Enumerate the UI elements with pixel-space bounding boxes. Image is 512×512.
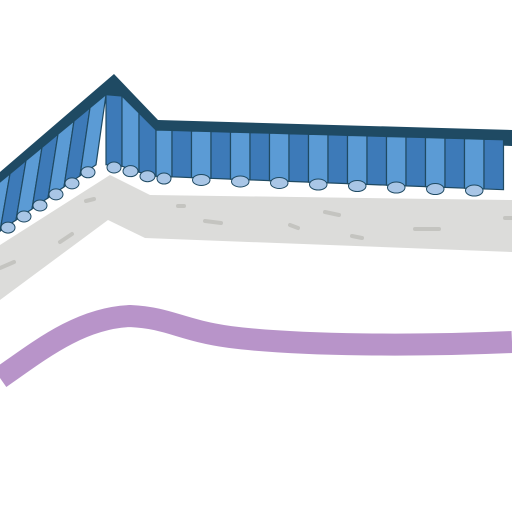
- texture-mark: [203, 219, 223, 225]
- cell-base: [309, 178, 328, 191]
- cell-base: [32, 199, 48, 212]
- texture-mark: [58, 232, 74, 244]
- epithelial-cell: [327, 134, 349, 185]
- cell-base: [270, 176, 289, 189]
- epithelial-cell: [249, 132, 271, 182]
- epithelial-cell: [385, 135, 407, 187]
- epithelial-cell: [210, 130, 232, 180]
- texture-mark: [0, 260, 16, 270]
- cell-base: [122, 165, 139, 178]
- cell-base: [64, 177, 80, 190]
- epithelial-cell: [171, 129, 193, 179]
- epithelial-cell: [155, 129, 173, 178]
- texture-mark: [350, 234, 364, 240]
- epithelial-cell: [366, 135, 388, 186]
- epithelial-cell: [268, 132, 290, 182]
- cell-base: [16, 210, 32, 223]
- cell-base: [465, 184, 484, 197]
- epithelial-cell: [105, 93, 123, 167]
- cell-base: [156, 172, 172, 185]
- purple-band: [0, 304, 512, 388]
- epithelial-cell: [307, 133, 329, 184]
- epithelial-cell: [444, 137, 466, 189]
- gray-substrate-layer: [0, 175, 512, 300]
- cell-base: [426, 183, 445, 196]
- epithelial-cell: [483, 138, 505, 191]
- cell-base: [0, 221, 16, 234]
- gray-layer-texture-marks: [0, 197, 512, 270]
- texture-mark: [323, 210, 341, 217]
- cell-base: [80, 166, 96, 179]
- epithelial-cell: [463, 138, 485, 190]
- cell-base: [387, 181, 406, 194]
- cell-base: [48, 188, 64, 201]
- cell-base: [348, 180, 367, 193]
- cell-base: [139, 170, 156, 183]
- cell-base: [192, 173, 211, 186]
- epithelial-cell: [288, 133, 310, 183]
- epithelial-cell: [79, 93, 107, 178]
- cell-base: [106, 161, 122, 174]
- texture-mark: [288, 223, 300, 230]
- epithelial-cell: [405, 136, 427, 188]
- cell-layer: [0, 93, 505, 234]
- epithelial-cell: [229, 131, 251, 181]
- epithelial-cell: [190, 130, 212, 179]
- epithelial-cell: [346, 134, 368, 186]
- cell-base: [231, 175, 250, 188]
- epithelial-cell: [424, 136, 446, 189]
- texture-mark: [84, 197, 96, 203]
